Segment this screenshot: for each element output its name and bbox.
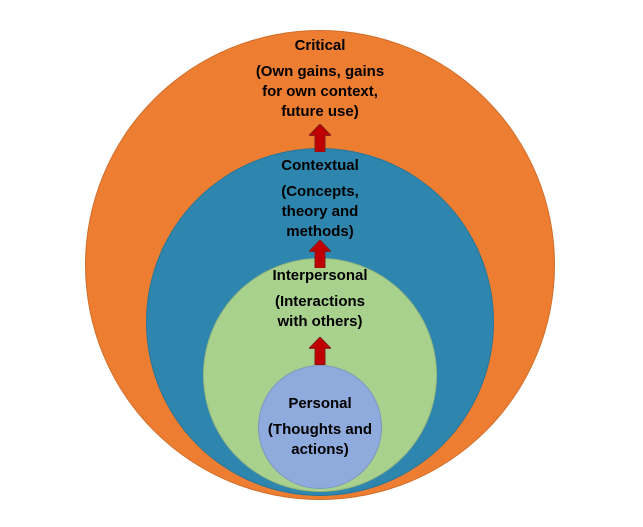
up-arrow-shape	[309, 124, 331, 152]
personal-layer-description: (Thoughts and actions)	[267, 421, 373, 458]
up-arrow-icon	[309, 124, 331, 152]
up-arrow-icon	[309, 240, 331, 268]
personal-layer-label: Personal	[288, 395, 352, 412]
circle-personal	[258, 365, 382, 489]
up-arrow-shape	[309, 240, 331, 268]
contextual-layer-label: Contextual	[281, 157, 359, 174]
up-arrow-icon	[309, 337, 331, 365]
critical-layer-label: Critical	[294, 37, 346, 54]
up-arrow-shape	[309, 337, 331, 365]
interpersonal-layer-description: (Interactions with others)	[274, 293, 365, 330]
critical-layer-description: (Own gains, gains for own context, futur…	[255, 63, 385, 120]
contextual-layer-description: (Concepts, theory and methods)	[281, 183, 359, 240]
interpersonal-layer-label: Interpersonal	[272, 267, 368, 284]
